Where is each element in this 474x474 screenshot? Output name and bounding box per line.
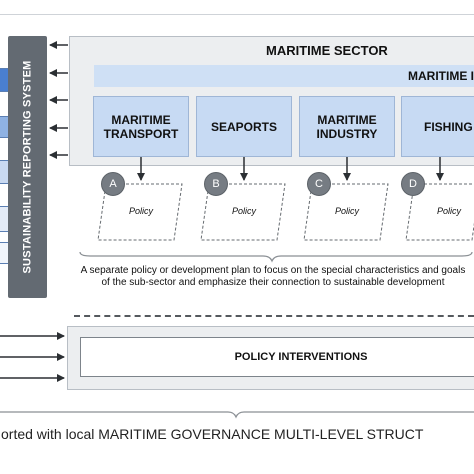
policy-box-c <box>303 183 389 241</box>
subsector-fishing: FISHING <box>401 96 474 157</box>
policy-letter-b: B <box>204 172 228 196</box>
structure-brace <box>0 411 474 419</box>
policy-label-d: Policy <box>437 206 462 216</box>
policy-letter-c: C <box>307 172 331 196</box>
policy-letter-a: A <box>101 172 125 196</box>
subsector-label: MARITIME TRANSPORT <box>103 112 179 141</box>
maritime-band-label: MARITIME I <box>408 69 474 83</box>
policy-box-a <box>97 183 183 241</box>
subsector-seaports: SEAPORTS <box>196 96 292 157</box>
subsector-maritime-industry: MARITIME INDUSTRY <box>299 96 395 157</box>
maritime-band <box>94 65 474 87</box>
maritime-sector-title: MARITIME SECTOR <box>266 43 388 58</box>
sustainability-reporting-bar: SUSTAINABILITY REPORTING SYSTEM <box>8 36 47 298</box>
policy-box-b <box>200 183 286 241</box>
governance-structure-caption: orted with local MARITIME GOVERNANCE MUL… <box>1 426 424 442</box>
section-dashed-divider <box>74 315 474 317</box>
subsector-label: MARITIME INDUSTRY <box>316 112 378 141</box>
top-divider <box>0 14 474 15</box>
subsector-label: FISHING <box>424 119 473 134</box>
policy-interventions-box: POLICY INTERVENTIONS <box>80 337 474 377</box>
policy-caption: A separate policy or development plan to… <box>80 265 466 288</box>
policy-interventions-label: POLICY INTERVENTIONS <box>234 351 368 363</box>
policy-letter-d: D <box>401 172 425 196</box>
policies-brace <box>79 251 473 263</box>
policy-label-a: Policy <box>129 206 154 216</box>
policy-label-c: Policy <box>335 206 360 216</box>
subsector-label: SEAPORTS <box>210 119 277 134</box>
policy-label-b: Policy <box>232 206 257 216</box>
subsector-maritime-transport: MARITIME TRANSPORT <box>93 96 189 157</box>
policy-box-d <box>405 183 474 241</box>
